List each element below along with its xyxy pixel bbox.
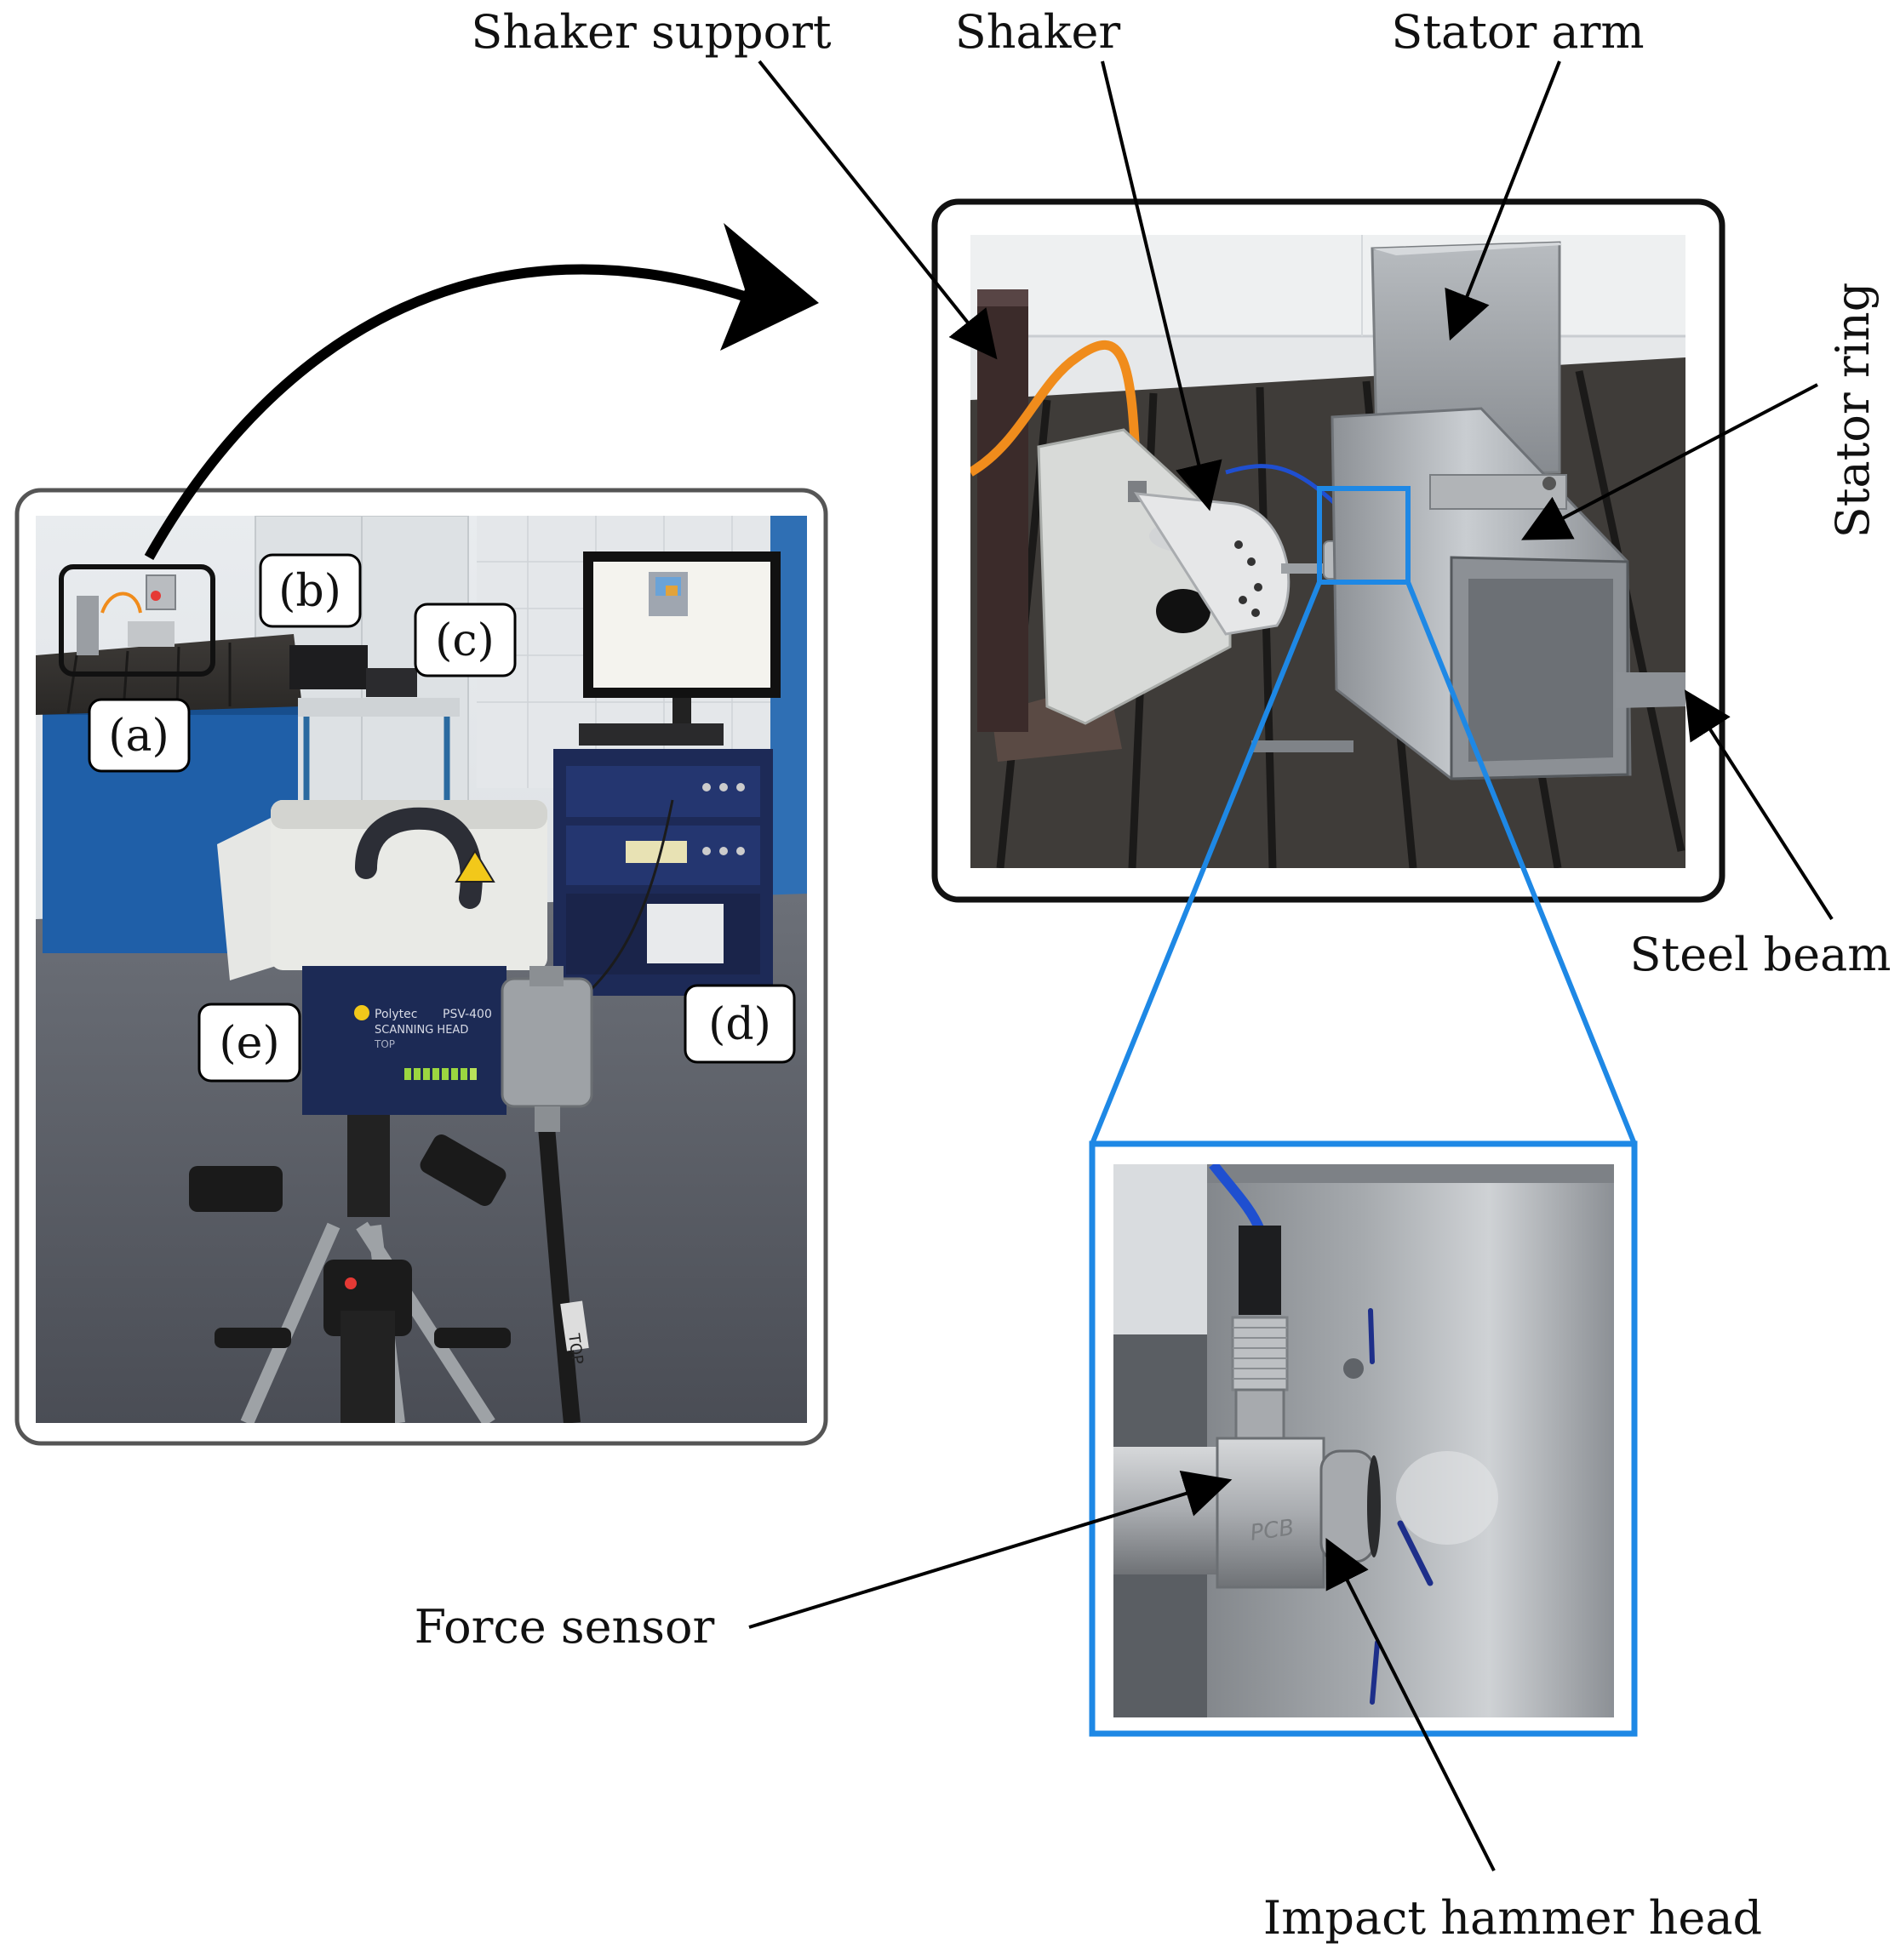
cable-tag-text: TOP (564, 1332, 587, 1366)
tag-a-box: (a) (88, 698, 191, 773)
zoom-line-right (1405, 580, 1637, 1146)
tag-d-text: (d) (708, 999, 771, 1050)
shaker-body (1134, 492, 1291, 636)
stator-arm-arrow (1445, 60, 1561, 341)
tag-c-text: (c) (435, 615, 495, 666)
shaker-support-label: Shaker support (471, 5, 832, 59)
scanning-head-body (271, 800, 547, 970)
zoom-photo: PCB (1113, 1164, 1614, 1717)
test-rig-panel (931, 198, 1725, 903)
force-sensor-arrow (748, 1470, 1233, 1629)
stator-arm-label: Stator arm (1391, 5, 1644, 59)
force-sensor-body (1216, 1437, 1325, 1589)
tag-b-box: (b) (259, 553, 362, 628)
steel-beam-arrow (1684, 689, 1834, 921)
transfer-arrow-head (720, 223, 819, 351)
shaker-support-arrow (758, 60, 998, 360)
brand-text: Polytec (375, 1008, 417, 1021)
keyboard (579, 723, 724, 746)
shaker-arrow (1101, 60, 1222, 511)
sensor-brand-text: PCB (1249, 1515, 1296, 1546)
amplifier-unit (289, 645, 368, 689)
tag-e-box: (e) (197, 1003, 301, 1083)
tripod-column (347, 1106, 390, 1217)
shaker-support-post (977, 289, 1028, 732)
tag-c-box: (c) (414, 603, 517, 677)
sensor-connector (1239, 1226, 1281, 1315)
device-text: SCANNING HEAD (375, 1024, 468, 1037)
signal-level-bar (404, 1068, 477, 1080)
impact-hammer-head-arrow (1325, 1538, 1496, 1871)
steel-beam-label: Steel beam (1630, 928, 1891, 981)
tag-a-text: (a) (108, 711, 169, 762)
scanning-head-front (302, 966, 506, 1115)
transfer-arrow-curve (144, 264, 751, 560)
stator-ring-arrow (1521, 383, 1818, 540)
shaker-label: Shaker (955, 5, 1121, 59)
signal-conditioner (366, 668, 417, 697)
cable-connector (501, 977, 593, 1108)
side-text: TOP (374, 1038, 395, 1050)
test-rig-highlight-box (59, 564, 215, 677)
stator-ring-label: Stator ring (1826, 283, 1880, 539)
impact-hammer-head-label: Impact hammer head (1263, 1891, 1762, 1945)
tag-d-box: (d) (684, 984, 796, 1064)
lab-overview-panel: TOP Polytec PSV-400 SCANNING HEAD TOP (14, 488, 828, 1446)
force-sensor-label: Force sensor (415, 1600, 715, 1654)
zoom-source-box (1317, 486, 1411, 585)
tag-e-text: (e) (219, 1018, 279, 1069)
zoom-line-left (1090, 580, 1322, 1146)
model-text: PSV-400 (443, 1008, 492, 1021)
test-rig-photo (970, 235, 1685, 868)
zoom-panel: PCB (1089, 1140, 1638, 1737)
lab-overview-photo: TOP Polytec PSV-400 SCANNING HEAD TOP (36, 516, 807, 1423)
tag-b-text: (b) (278, 566, 341, 617)
